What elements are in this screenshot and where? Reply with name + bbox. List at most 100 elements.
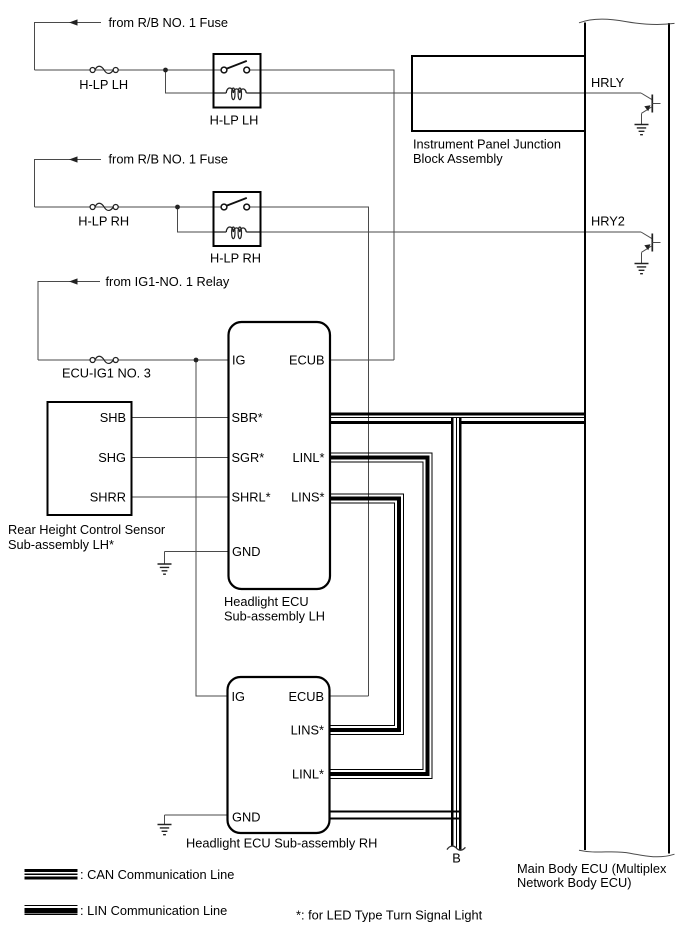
relay1-coil-symbol [214, 87, 260, 101]
relay2-switch-contact-right [243, 203, 251, 211]
junction-dots [163, 67, 199, 363]
fuse-hlp-rh-symbol [89, 202, 119, 212]
relay1-switch-out-wire [260, 69, 395, 360]
feed1-junction-dot [163, 67, 168, 73]
lins-center-stroke [329, 496, 401, 732]
feed1-fuse-label: H-LP LH [79, 77, 128, 92]
feed3-arrow-icon [69, 278, 78, 285]
can-bus-break-icon [446, 845, 466, 851]
lins-inner-stroke [329, 502, 396, 727]
connector-b-label: B [452, 851, 461, 866]
sensor-pin-shrr-label: SHRR [90, 490, 126, 505]
feed1-arrow-icon [69, 19, 78, 26]
main-body-ecu-label-1: Main Body ECU (Multiplex [517, 861, 667, 876]
height-sensor-label-1: Rear Height Control Sensor [8, 522, 166, 537]
feed1-coil-branch-wire [165, 70, 214, 94]
hry2-transistor [634, 231, 661, 275]
feed2-arrow-icon [69, 156, 78, 163]
ecu-lh-label-1: Headlight ECU [224, 594, 309, 609]
ecu-lh-ground-icon [157, 563, 172, 575]
relay1-switch-contact-right [243, 66, 251, 74]
can-bus [330, 412, 585, 851]
ecu-rh-pin-gnd-label: GND [232, 810, 260, 825]
main-body-ecu-top-break [578, 18, 675, 26]
main-body-ecu-box [578, 18, 675, 858]
sensor-pin-shg-label: SHG [98, 450, 126, 465]
feed2-junction-dot [175, 204, 180, 210]
feed3-fuse-label: ECU-IG1 NO. 3 [62, 366, 151, 381]
ecu-lh-pin-ecub-label: ECUB [289, 352, 325, 367]
ecu-rh-shield-lines [329, 810, 462, 820]
ecu-lh-label-2: Sub-assembly LH [224, 608, 325, 623]
fuse-hlp-lh-symbol [89, 65, 119, 75]
hrly-collector [640, 92, 653, 101]
ecu-lh-pin-sbr-label: SBR* [232, 410, 263, 425]
fuse-symbols [89, 65, 119, 365]
relay2-switch-contact-left [220, 203, 228, 211]
ecu-rh-label: Headlight ECU Sub-assembly RH [186, 836, 377, 851]
ecu-lh-pin-gnd-label: GND [232, 544, 260, 559]
ecu-lh-box [227, 320, 332, 591]
hry2-emitter [641, 245, 653, 253]
relay1-switch-blade [226, 60, 248, 70]
ecu-rh-pin-ig-label: IG [232, 689, 246, 704]
legend-lin-swatch [24, 904, 78, 916]
ecu-lh-pin-sgr-label: SGR* [232, 450, 265, 465]
feed2-coil-branch-wire [177, 207, 214, 233]
lin-bus-linl [329, 452, 433, 780]
legend-can-label: : CAN Communication Line [80, 867, 234, 882]
pin-hrly-label: HRLY [591, 75, 625, 90]
pin-hry2-label: HRY2 [591, 214, 625, 229]
main-body-ecu-bottom-break [578, 849, 675, 858]
ecu-rh-ground-icon [157, 823, 172, 836]
relay2-box [212, 191, 262, 247]
relay2-switch-out-wire [260, 206, 369, 696]
relay-hlp-lh [212, 53, 262, 109]
height-sensor-box [46, 401, 133, 516]
linl-inner-stroke [329, 461, 424, 771]
relay1-box [212, 53, 262, 109]
hry2-emitter-arrow-icon [644, 244, 651, 251]
relay2-coil-symbol [214, 226, 260, 240]
ecu-lh-pin-ig-label: IG [232, 352, 246, 367]
ecu-lh-pin-shrl-label: SHRL* [232, 490, 271, 505]
hrly-emitter [641, 106, 653, 114]
lins-outer-stroke [329, 493, 405, 736]
main-body-ecu-label-2: Network Body ECU) [517, 875, 632, 890]
source-arrows [69, 19, 78, 285]
linl-outer-stroke [329, 452, 433, 780]
hrly-transistor [634, 92, 661, 136]
feed1-source-label: from R/B NO. 1 Fuse [109, 15, 228, 30]
legend-lin-label: : LIN Communication Line [80, 903, 227, 918]
relay1-switch-contact-left [220, 66, 228, 74]
ecu-lh-pin-linl-label: LINL* [292, 450, 324, 465]
feed2-fuse-label: H-LP RH [78, 214, 129, 229]
junction-block-label-1: Instrument Panel Junction [413, 137, 561, 152]
feed3-junction-dot [193, 357, 199, 363]
hry2-ground-icon [634, 262, 649, 275]
ecu-rh-pin-ecub-label: ECUB [288, 689, 324, 704]
ig-chain-wire [195, 360, 228, 697]
legend-can-swatch [24, 869, 78, 880]
labels: from R/B NO. 1 Fuse H-LP LH H-LP LH from… [8, 15, 667, 923]
feed3-source-label: from IG1-NO. 1 Relay [106, 274, 230, 289]
ecu-rh-box [226, 675, 331, 835]
ecu-lh-pin-lins-label: LINS* [291, 490, 324, 505]
hrly-ground-icon [634, 123, 649, 136]
feed2-source-label: from R/B NO. 1 Fuse [109, 152, 228, 167]
lin-bus-lins [329, 493, 405, 736]
junction-block-label-2: Block Assembly [413, 151, 503, 166]
footnote-label: *: for LED Type Turn Signal Light [296, 908, 483, 923]
height-sensor-label-2: Sub-assembly LH* [8, 537, 114, 552]
relay2-label: H-LP RH [210, 250, 261, 265]
fuse-ecu-ig1-symbol [89, 355, 119, 365]
hry2-collector [640, 231, 653, 240]
sensor-pin-shb-label: SHB [100, 410, 126, 425]
hrly-emitter-arrow-icon [644, 105, 651, 112]
relay2-switch-blade [226, 197, 248, 207]
linl-center-stroke [329, 455, 430, 776]
relay-hlp-rh [212, 191, 262, 247]
relay1-label: H-LP LH [210, 112, 259, 127]
